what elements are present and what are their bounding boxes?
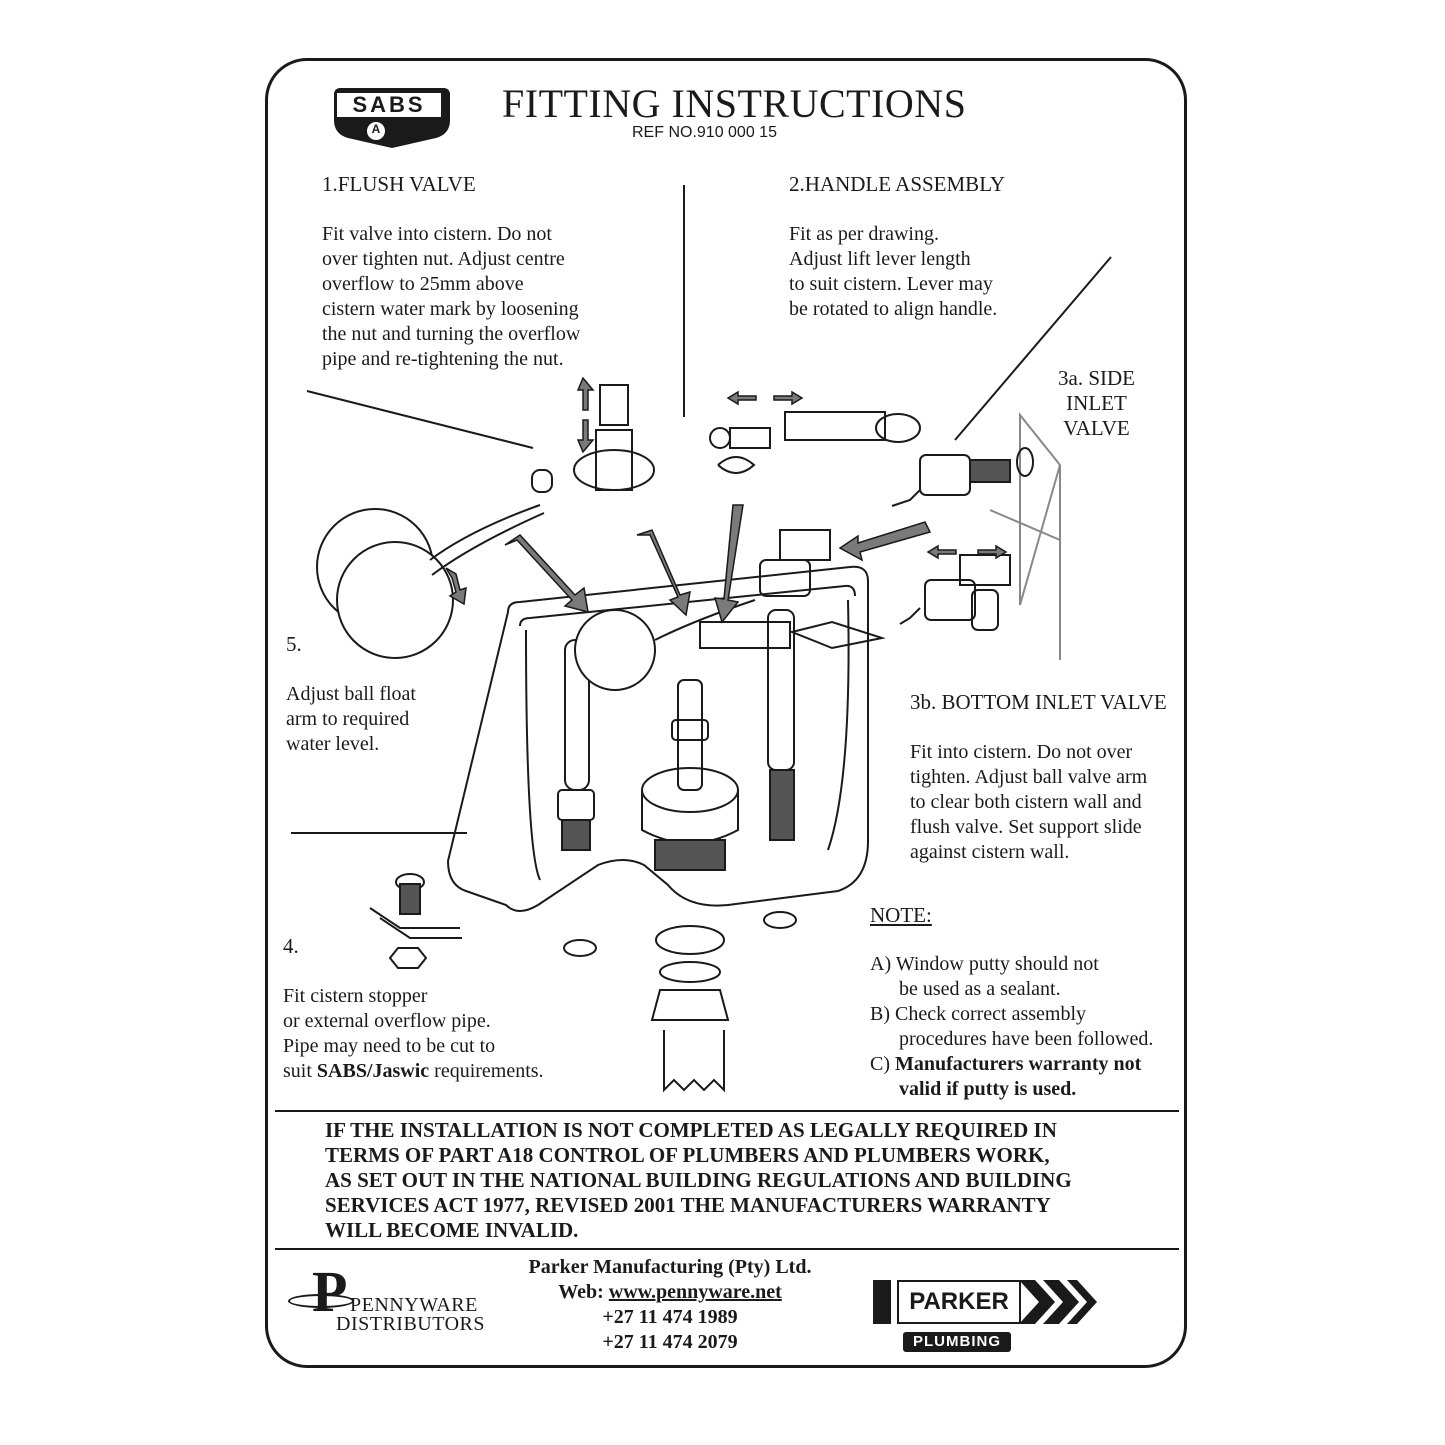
bottom-inlet-text: Fit into cistern. Do not over tighten. A… bbox=[910, 740, 1147, 865]
warning-top-rule bbox=[275, 1110, 1179, 1112]
text-line: flush valve. Set support slide bbox=[910, 816, 1142, 838]
note-text: A) Window putty should not be used as a … bbox=[870, 952, 1153, 1102]
text-segment: requirements. bbox=[429, 1060, 544, 1082]
parker-logo-bar bbox=[873, 1280, 891, 1324]
text-line: Adjust ball float bbox=[286, 683, 416, 705]
text-segment: suit bbox=[283, 1060, 317, 1082]
ball-float-heading: 5. bbox=[286, 632, 302, 656]
text-line: over tighten nut. Adjust centre bbox=[322, 248, 565, 270]
text-line: Fit cistern stopper bbox=[283, 985, 428, 1007]
standard-name: SABS/Jaswic bbox=[316, 1060, 430, 1082]
text-line: Fit as per drawing. bbox=[789, 223, 939, 245]
page-title: FITTING INSTRUCTIONS bbox=[502, 81, 967, 126]
sabs-logo-text: SABS bbox=[352, 92, 426, 117]
text-line: Fit into cistern. Do not over bbox=[910, 741, 1133, 763]
text-line: arm to required bbox=[286, 708, 410, 730]
warning-line: IF THE INSTALLATION IS NOT COMPLETED AS … bbox=[325, 1118, 1057, 1142]
reference-number: REF NO.910 000 15 bbox=[632, 124, 777, 141]
text-segment: Manufacturers warranty not bbox=[895, 1053, 1142, 1075]
warning-line: TERMS OF PART A18 CONTROL OF PLUMBERS AN… bbox=[325, 1143, 1050, 1167]
text-line: water level. bbox=[286, 733, 380, 755]
section-divider bbox=[291, 832, 467, 834]
pennyware-initial: P bbox=[312, 1259, 348, 1324]
note-c-line-1: C) Manufacturers warranty not bbox=[870, 1052, 1153, 1077]
note-b-line-1: B) Check correct assembly bbox=[870, 1003, 1087, 1025]
note-a-line-1: A) Window putty should not bbox=[870, 953, 1099, 975]
text-line: to suit cistern. Lever may bbox=[789, 273, 993, 295]
parker-name: PARKER bbox=[897, 1280, 1021, 1324]
note-heading: NOTE: bbox=[870, 903, 932, 927]
instruction-sheet-frame bbox=[265, 58, 1187, 1368]
parker-plumbing-logo: PARKER PLUMBING bbox=[873, 1280, 1098, 1355]
text-line: against cistern wall. bbox=[910, 841, 1070, 863]
sabs-logo-mark: A bbox=[371, 122, 381, 136]
text-line: tighten. Adjust ball valve arm bbox=[910, 766, 1148, 788]
flush-valve-text: Fit valve into cistern. Do not over tigh… bbox=[322, 222, 580, 372]
flush-valve-heading: 1.FLUSH VALVE bbox=[322, 172, 476, 196]
web-label: Web: bbox=[558, 1281, 609, 1303]
pennyware-swoosh bbox=[288, 1294, 354, 1308]
warning-bottom-rule bbox=[275, 1248, 1179, 1250]
handle-assembly-text: Fit as per drawing. Adjust lift lever le… bbox=[789, 222, 997, 322]
phone-number: +27 11 474 1989 bbox=[602, 1306, 738, 1328]
pennyware-logo: P PENNYWARE DISTRIBUTORS bbox=[288, 1262, 508, 1338]
company-name: Parker Manufacturing (Pty) Ltd. bbox=[528, 1256, 812, 1278]
text-line: to clear both cistern wall and bbox=[910, 791, 1142, 813]
stopper-text: Fit cistern stopper or external overflow… bbox=[283, 984, 544, 1084]
company-contact: Parker Manufacturing (Pty) Ltd. Web: www… bbox=[470, 1255, 870, 1355]
side-inlet-heading: 3a. SIDE INLET VALVE bbox=[1058, 366, 1135, 441]
note-c-line-2: valid if putty is used. bbox=[899, 1078, 1077, 1100]
bottom-inlet-heading: 3b. BOTTOM INLET VALVE bbox=[910, 690, 1167, 714]
warning-line: WILL BECOME INVALID. bbox=[325, 1218, 579, 1242]
text-line: INLET bbox=[1066, 391, 1127, 415]
plumbing-badge: PLUMBING bbox=[903, 1332, 1011, 1352]
text-line: Fit valve into cistern. Do not bbox=[322, 223, 552, 245]
ball-float-text: Adjust ball float arm to required water … bbox=[286, 682, 416, 757]
text-line: suit SABS/Jaswic requirements. bbox=[283, 1059, 544, 1084]
text-line: pipe and re-tightening the nut. bbox=[322, 348, 564, 370]
warranty-warning: IF THE INSTALLATION IS NOT COMPLETED AS … bbox=[325, 1118, 1072, 1243]
text-segment: C) bbox=[870, 1053, 895, 1075]
pennyware-line-2: DISTRIBUTORS bbox=[336, 1313, 485, 1335]
text-line: be rotated to align handle. bbox=[789, 298, 998, 320]
note-a-line-2: be used as a sealant. bbox=[899, 978, 1061, 1000]
text-line: Pipe may need to be cut to bbox=[283, 1035, 496, 1057]
website-link[interactable]: www.pennyware.net bbox=[608, 1281, 782, 1303]
warning-line: SERVICES ACT 1977, REVISED 2001 THE MANU… bbox=[325, 1193, 1051, 1217]
text-line: cistern water mark by loosening bbox=[322, 298, 579, 320]
web-line: Web: www.pennyware.net bbox=[470, 1280, 870, 1305]
text-line: or external overflow pipe. bbox=[283, 1010, 491, 1032]
phone-number: +27 11 474 2079 bbox=[602, 1331, 738, 1353]
section-divider-vertical bbox=[683, 185, 685, 417]
text-line: 3a. SIDE bbox=[1058, 366, 1135, 390]
text-line: VALVE bbox=[1063, 416, 1130, 440]
stopper-heading: 4. bbox=[283, 934, 299, 958]
chevron-arrows-icon bbox=[1019, 1280, 1097, 1324]
pennyware-line-1: PENNYWARE bbox=[350, 1294, 478, 1316]
text-line: Adjust lift lever length bbox=[789, 248, 971, 270]
warning-line: AS SET OUT IN THE NATIONAL BUILDING REGU… bbox=[325, 1168, 1072, 1192]
handle-assembly-heading: 2.HANDLE ASSEMBLY bbox=[789, 172, 1006, 196]
text-line: overflow to 25mm above bbox=[322, 273, 524, 295]
text-line: the nut and turning the overflow bbox=[322, 323, 581, 345]
note-b-line-2: procedures have been followed. bbox=[899, 1028, 1154, 1050]
